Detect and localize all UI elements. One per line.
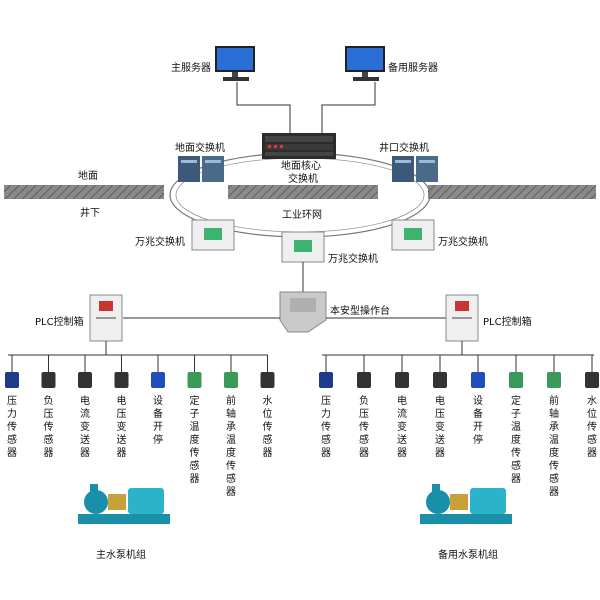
sensor-label: 设备开停 <box>153 395 163 446</box>
main-pump <box>78 484 170 524</box>
gig-switch-left <box>191 219 235 251</box>
main-server <box>215 46 255 81</box>
ground-switch <box>178 156 224 182</box>
plc-right <box>445 294 479 342</box>
gig-switch-center <box>281 231 325 263</box>
sensor-label: 水位传感器 <box>263 395 273 459</box>
sensor-label: 定子温度传感器 <box>511 394 521 485</box>
ground-switch-label: 地面交换机 <box>175 141 225 154</box>
switch-icon <box>392 156 414 182</box>
pump-base-icon <box>420 514 512 524</box>
sensor-device-icon <box>395 372 409 388</box>
sensor-device-icon <box>187 372 202 388</box>
pump-base-icon <box>78 514 170 524</box>
surface-label: 地面 <box>78 169 98 182</box>
main-server-label: 主服务器 <box>171 61 211 74</box>
sensor-label: 水位传感器 <box>587 395 597 459</box>
sensor-device-icon <box>433 372 447 388</box>
plc-left <box>89 294 123 342</box>
gig-switch-right-label: 万兆交换机 <box>438 235 488 248</box>
sensor-device-icon <box>114 372 129 388</box>
underground-label: 井下 <box>80 206 100 219</box>
backup-server-label: 备用服务器 <box>388 61 438 74</box>
sensor-device-icon <box>151 372 165 388</box>
sensor-device-icon <box>547 372 561 388</box>
backup-pump-label: 备用水泵机组 <box>438 548 498 561</box>
sensor-label: 前轴承温度传感器 <box>549 394 559 498</box>
sensor-label: 电流变送器 <box>397 394 407 459</box>
sensor-label: 负压传感器 <box>44 394 54 459</box>
sensor-label: 电流变送器 <box>80 394 90 459</box>
sensor-device-icon <box>224 372 238 388</box>
core-switch-label-2: 交换机 <box>288 172 318 185</box>
backup-server <box>345 46 385 81</box>
cabinet-icon <box>391 219 435 251</box>
sensor-label: 压力传感器 <box>321 395 331 459</box>
backup-pump <box>420 484 512 524</box>
sensor-device-icon <box>78 372 92 388</box>
sensor-device-icon <box>5 372 19 388</box>
gig-switch-left-label: 万兆交换机 <box>135 235 185 248</box>
sensor-label: 设备开停 <box>473 395 483 446</box>
shaft-switch-label: 井口交换机 <box>379 141 429 154</box>
sensor-device-icon <box>260 372 275 388</box>
shaft-switch <box>392 156 438 182</box>
main-pump-label: 主水泵机组 <box>96 548 146 561</box>
core-switch <box>262 133 336 159</box>
sensor-label: 电压变送器 <box>117 394 127 459</box>
gig-switch-right <box>391 219 435 251</box>
plc-left-label: PLC控制箱 <box>35 315 84 328</box>
sensor-device-icon <box>319 372 333 388</box>
sensor-label: 压力传感器 <box>7 395 17 459</box>
sensor-group-backup: 压力传感器 负压传感器 电流变送器 电压变送器 设备开停 定子温度传感器 前轴承温度传感器 水… <box>319 354 599 498</box>
sensor-label: 定子温度传感器 <box>190 394 200 485</box>
sensor-group-main: 压力传感器 负压传感器 电流变送器 电压变送器 设备开停 定子温度传感器 前轴承温度传感器 水… <box>5 354 275 498</box>
gig-switch-center-label: 万兆交换机 <box>328 252 378 265</box>
sensor-device-icon <box>471 372 485 388</box>
sensor-device-icon <box>585 372 599 388</box>
plc-drops <box>105 341 463 355</box>
ring-label: 工业环网 <box>282 209 322 221</box>
sensor-label: 电压变送器 <box>435 394 445 459</box>
sensor-label: 前轴承温度传感器 <box>226 394 236 498</box>
core-switch-label-1: 地面核心 <box>281 159 321 172</box>
ground-band <box>4 185 596 199</box>
server-links <box>236 82 376 135</box>
sensor-label: 负压传感器 <box>359 394 369 459</box>
sensor-device-icon <box>509 372 523 388</box>
plc-right-label: PLC控制箱 <box>483 315 532 328</box>
sensor-device-icon <box>41 372 56 388</box>
console-label: 本安型操作台 <box>330 304 390 317</box>
console <box>279 291 327 333</box>
sensor-device-icon <box>357 372 371 388</box>
switch-icon <box>178 156 200 182</box>
